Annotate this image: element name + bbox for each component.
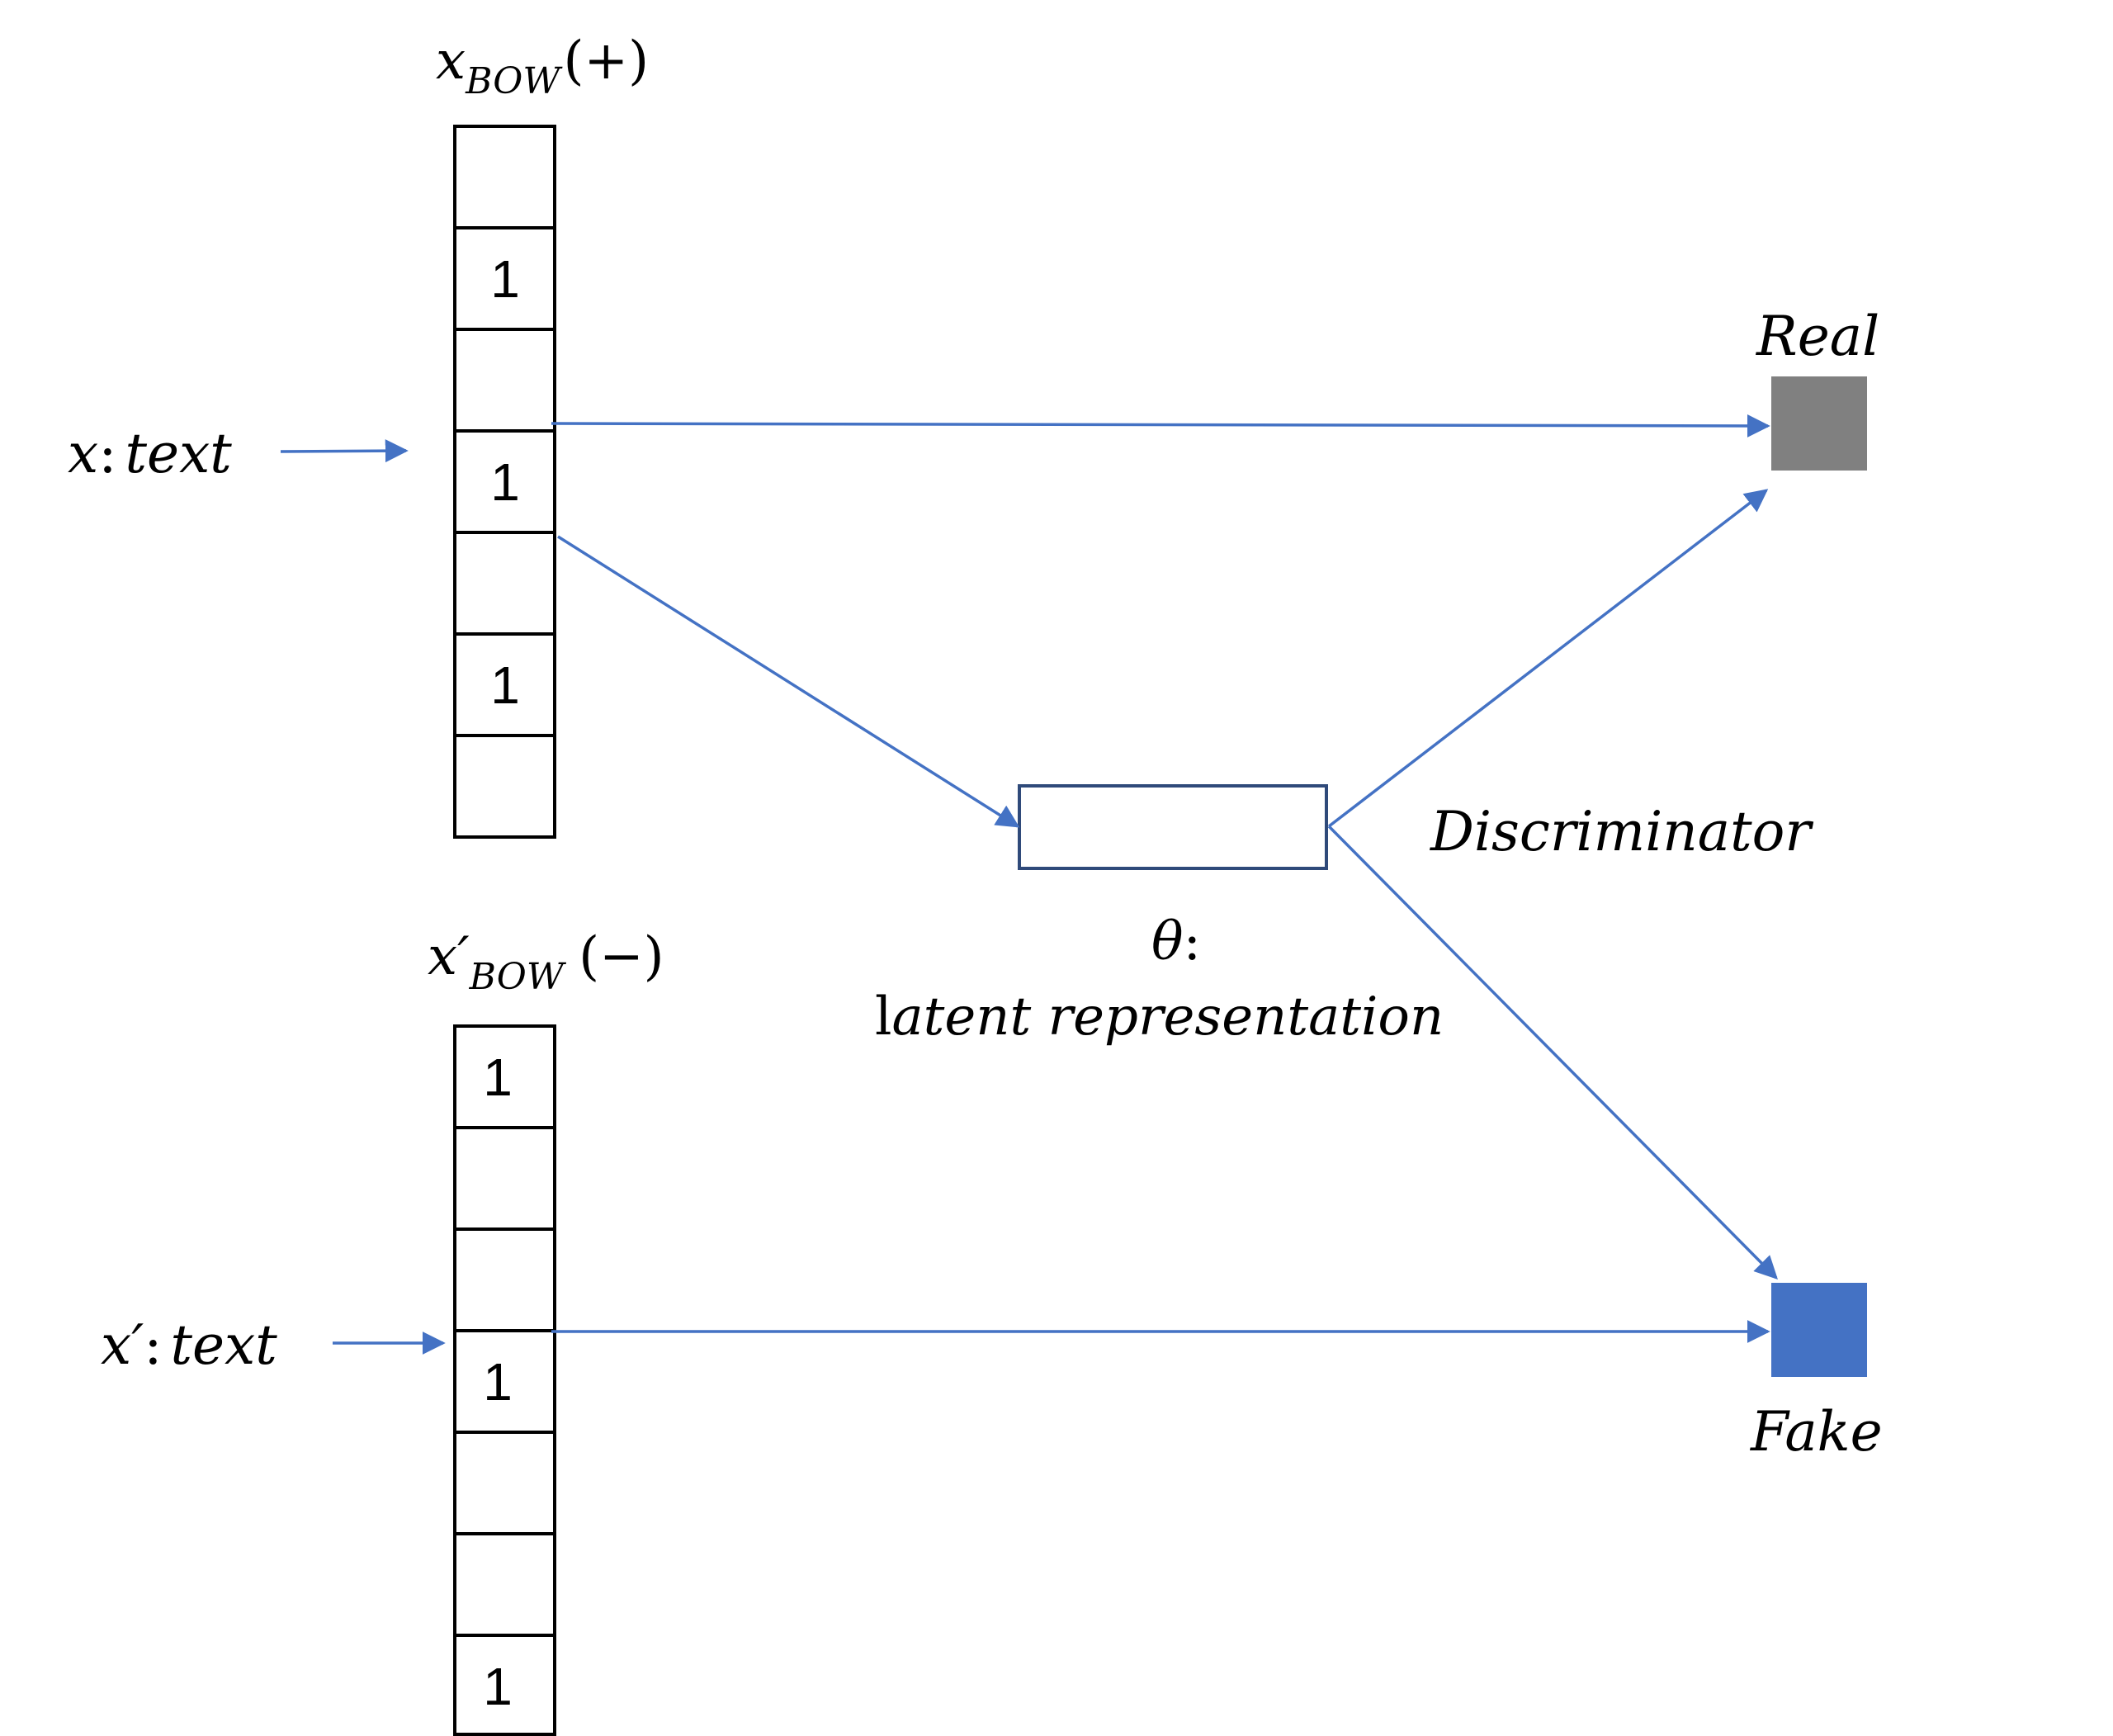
- latent-symbol-label: θ:: [1151, 911, 1201, 972]
- negative-cell-6: [453, 1634, 556, 1736]
- positive-cell-5-value: 1: [490, 655, 520, 715]
- negative-cell-1: [453, 1126, 556, 1231]
- negative-cell-5: [453, 1532, 556, 1637]
- positive-cell-1-value: 1: [490, 249, 520, 309]
- negative-cell-6-value: 1: [483, 1657, 513, 1716]
- positive-input-label: x:text: [68, 422, 232, 485]
- negative-cell-3-value: 1: [483, 1352, 513, 1412]
- positive-cell-4: [453, 531, 556, 636]
- fake-label: Fake: [1750, 1400, 1883, 1464]
- real-label: Real: [1756, 305, 1879, 368]
- arrow-latent-to-fake: [1327, 825, 1778, 1280]
- positive-cell-3: [453, 429, 556, 534]
- negative-vector-label: x′BOW(−): [428, 926, 664, 998]
- arrows: [280, 414, 1778, 1355]
- positive-cell-0: [453, 125, 556, 229]
- arrow-positive-to-real: [551, 414, 1770, 438]
- negative-cell-2: [453, 1227, 556, 1332]
- negative-cell-4: [453, 1431, 556, 1535]
- positive-cell-1: [453, 226, 556, 331]
- arrow-latent-to-real: [1327, 489, 1769, 828]
- latent-representation-box: [1018, 784, 1328, 870]
- arrow-positive-to-latent: [557, 535, 1020, 828]
- latent-description-label: latent representation: [875, 986, 1444, 1048]
- positive-cell-2: [453, 328, 556, 433]
- positive-vector: 1 1 1: [453, 125, 556, 839]
- positive-cell-3-value: 1: [490, 452, 520, 512]
- discriminator-label: Discriminator: [1430, 800, 1813, 863]
- negative-vector: 1 1 1: [453, 1024, 556, 1736]
- positive-vector-label: xBOW(+): [436, 31, 649, 102]
- negative-cell-0-value: 1: [483, 1048, 513, 1107]
- negative-input-label: x′:text: [101, 1313, 277, 1377]
- fake-output-box: [1771, 1283, 1867, 1377]
- real-output-box: [1771, 376, 1867, 471]
- negative-cell-0: [453, 1024, 556, 1129]
- positive-cell-6: [453, 734, 556, 839]
- arrow-positive-input: [280, 439, 409, 463]
